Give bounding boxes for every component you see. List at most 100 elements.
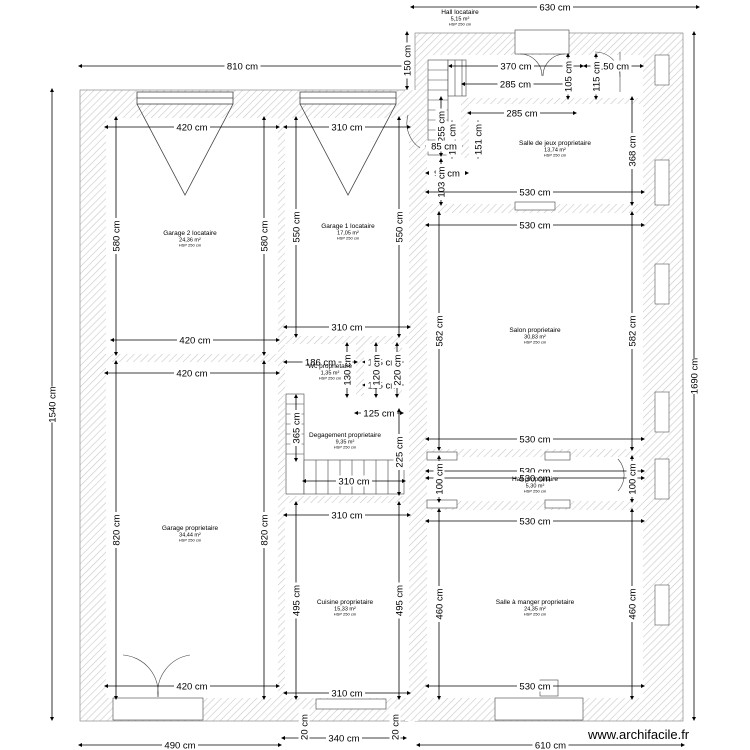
room-ceiling-height: HSP 250 cm (319, 376, 342, 381)
dimension-sam-460-left: 460 cm (433, 508, 445, 700)
room-area: 30,83 m² (524, 335, 546, 341)
walls (79, 32, 684, 722)
dimension-salon-530-top: 530 cm (425, 219, 645, 231)
room-area: 24,36 m² (179, 238, 201, 244)
dimension-wc-130: 130 cm (341, 342, 353, 398)
dimension-gp-820-left: 820 cm (110, 360, 122, 700)
dimension-g1-w-top: 310 cm (283, 121, 411, 133)
room-ceiling-height: HSP 250 cm (524, 612, 547, 617)
room-area: 5,15 m² (451, 17, 470, 23)
dimension-label: 420 cm (179, 335, 210, 346)
dimension-sam-530-top: 530 cm (425, 515, 645, 527)
dimension-hallp-100-right: 100 cm (626, 455, 638, 503)
dimension-label: 225 cm (394, 436, 405, 467)
dimension-label: 151 cm (447, 124, 458, 155)
room-ceiling-height: HSP 250 cm (179, 538, 202, 543)
dimension-label: 490 cm (164, 740, 195, 750)
dimension-label: 495 cm (291, 585, 302, 616)
dimension-cuis-495-left: 495 cm (290, 501, 302, 700)
room-ceiling-height: HSP 250 cm (337, 236, 360, 241)
dimension-bottom-490: 490 cm (78, 739, 282, 750)
dimension-top-150: 150 cm (401, 31, 413, 90)
dimension-deg-310: 310 cm (302, 475, 406, 487)
dimension-hall-115: 115 cm (590, 53, 602, 100)
dimension-label: 530 cm (519, 681, 550, 692)
dimension-label: 100 cm (434, 463, 445, 494)
dimension-label: 310 cm (331, 510, 362, 521)
room-name: Wc proprietaire (308, 363, 352, 370)
room-ceiling-height: HSP 250 cm (449, 22, 472, 27)
dimension-hall-95: 95 cm (425, 167, 469, 179)
dimension-label: 186 cm (305, 357, 336, 368)
dimension-bottom-20b: 20 cm (389, 709, 401, 745)
room-ceiling-height: HSP 250 cm (524, 340, 547, 345)
dimension-g2-h-right: 580 cm (258, 116, 270, 356)
dimension-label: 580 cm (259, 220, 270, 251)
doors (112, 29, 625, 721)
dimension-deg-125: 125 cm (354, 407, 404, 419)
dimension-label: 150 cm (598, 61, 629, 72)
windows (654, 54, 670, 626)
dimension-gp-820-right: 820 cm (258, 360, 270, 700)
dimension-label: 368 cm (627, 135, 638, 166)
dimension-cuis-310-bottom: 310 cm (283, 687, 411, 699)
dimension-sam-530-bottom: 530 cm (425, 680, 645, 692)
garage-doors (136, 91, 397, 196)
dimension-hall-285b: 285 cm (467, 107, 577, 119)
dimension-label: 285 cm (500, 79, 531, 90)
dimension-label: 820 cm (111, 514, 122, 545)
dimension-jeux-368: 368 cm (626, 96, 638, 206)
dimension-jeux-530-bottom: 530 cm (425, 186, 645, 198)
dimension-hallp-530-top: 530 cm (425, 465, 645, 477)
dimension-cuis-310-top: 310 cm (283, 509, 411, 521)
dimension-gp-420-top: 420 cm (104, 367, 280, 379)
dimension-g1-w-bottom: 310 cm (283, 321, 411, 333)
dimension-gp-420-bottom: 420 cm (104, 680, 280, 692)
dimension-label: 370 cm (500, 61, 531, 72)
room-name: Garage 2 locataire (163, 230, 217, 237)
room-area: 9,35 m² (336, 440, 355, 446)
dimension-right-1690: 1690 cm (688, 31, 700, 721)
dimension-left-1540: 1540 cm (46, 88, 58, 721)
room-ceiling-height: HSP 250 cm (334, 612, 357, 617)
dimension-label: 20 cm (390, 714, 401, 740)
dimension-label: 530 cm (519, 220, 550, 231)
room-name: Hall proprietaire (512, 476, 558, 483)
dimension-label: 125 cm (363, 408, 394, 419)
room-ceiling-height: HSP 250 cm (179, 243, 202, 248)
room-area: 17,05 m² (337, 231, 359, 237)
dimension-label: 220 cm (392, 354, 403, 385)
dimension-top-810: 810 cm (78, 60, 407, 72)
dimension-label: 365 cm (291, 412, 302, 443)
dimension-label: 150 cm (402, 45, 413, 76)
dimension-label: 310 cm (331, 122, 362, 133)
dimension-label: 85 cm (431, 141, 457, 152)
room-name: Degagement proprietaire (309, 432, 381, 439)
dimension-label: 1540 cm (47, 386, 58, 423)
dimension-label: 115 cm (591, 61, 602, 92)
dimension-label: 420 cm (176, 681, 207, 692)
dimension-g1-h-left: 550 cm (290, 116, 302, 338)
room-ceiling-height: HSP 250 cm (524, 489, 547, 494)
dimension-g2-w-bottom: 420 cm (110, 334, 280, 346)
room-area: 34,44 m² (179, 533, 201, 539)
dimension-wc-120: 120 cm (370, 342, 382, 398)
dimension-cuis-495-right: 495 cm (393, 501, 405, 700)
room-ceiling-height: HSP 250 cm (334, 445, 357, 450)
dimension-bottom-20a: 20 cm (298, 709, 310, 745)
room-name: Cuisine proprietaire (317, 599, 374, 606)
room-area: 13,74 m² (544, 148, 566, 154)
dimension-label: 530 cm (519, 466, 550, 477)
dimension-label: 1690 cm (689, 358, 700, 395)
dimension-label: 820 cm (259, 514, 270, 545)
dimension-salon-582-left: 582 cm (433, 211, 445, 451)
dimension-label: 285 cm (506, 108, 537, 119)
dimension-bottom-610: 610 cm (416, 739, 685, 750)
dimension-hall-370: 370 cm (448, 60, 584, 72)
dimension-wc-220: 220 cm (391, 342, 403, 398)
watermark: www.archifacile.fr (587, 727, 690, 742)
